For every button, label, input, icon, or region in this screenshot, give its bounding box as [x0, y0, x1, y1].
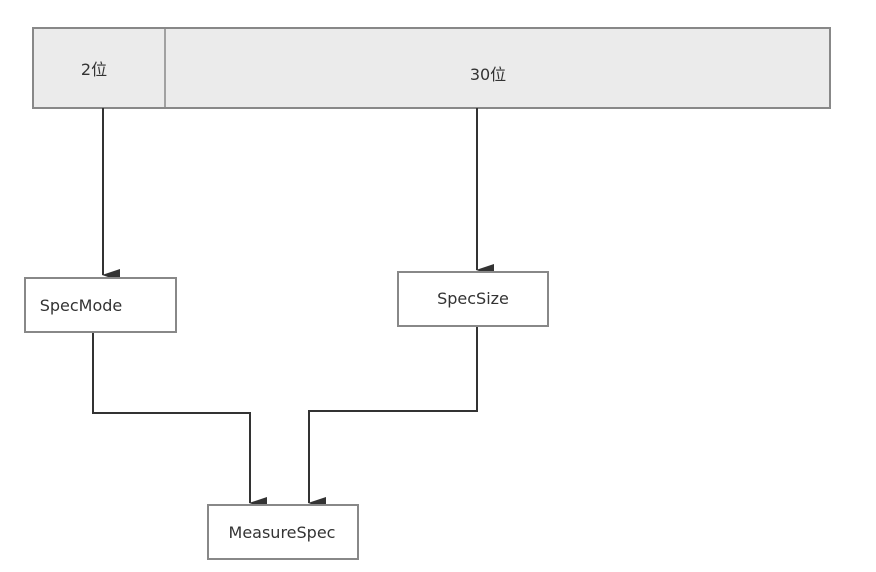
measurespec-label: MeasureSpec [229, 523, 336, 542]
arrow-specmode-to-measurespec [92, 332, 267, 509]
specmode-label: SpecMode [40, 296, 123, 315]
connectors [92, 108, 494, 509]
specmode-node: SpecMode [24, 277, 177, 333]
measurespec-node: MeasureSpec [207, 504, 359, 560]
measurespec-box [207, 504, 359, 560]
specsize-node: SpecSize [397, 271, 549, 327]
mode-bits-label: 2位 [81, 60, 107, 79]
bit-field-bar: 2位 30位 [32, 27, 831, 109]
specsize-label: SpecSize [437, 289, 509, 308]
size-bits-label: 30位 [470, 65, 506, 84]
bit-field-outline [32, 27, 831, 109]
arrow-specsize-to-measurespec [308, 326, 478, 509]
specsize-box [397, 271, 549, 327]
specmode-box [24, 277, 177, 333]
